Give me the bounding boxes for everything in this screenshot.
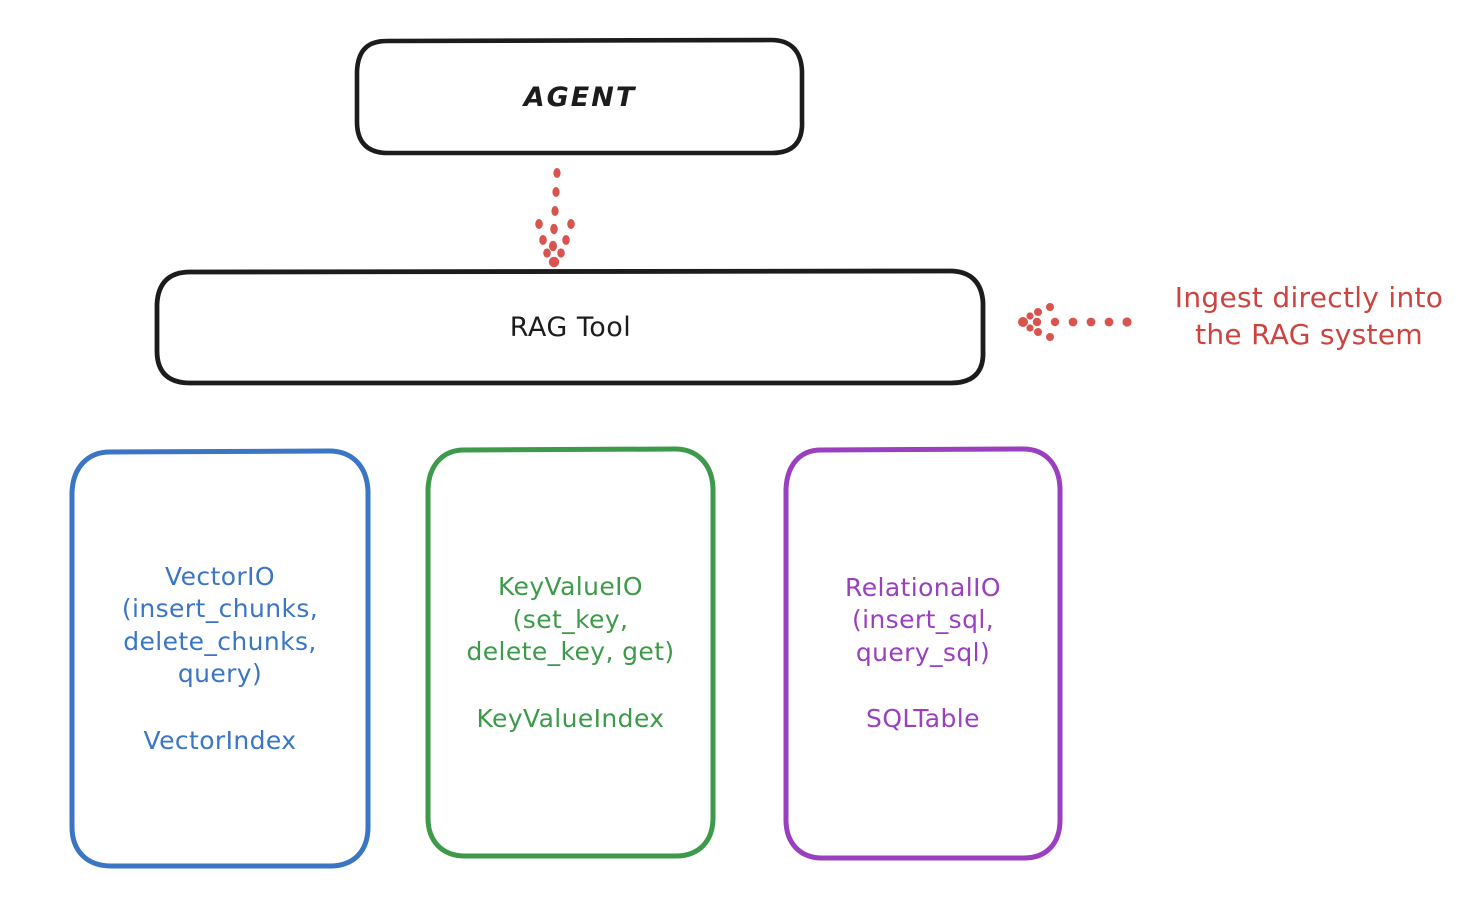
vector-io-box-outline bbox=[69, 448, 371, 869]
connector-note-to-rag-tool bbox=[1018, 303, 1132, 341]
connector-agent-to-rag-tool bbox=[535, 168, 575, 268]
rag-tool-box-outline bbox=[154, 268, 986, 386]
agent-node[interactable]: AGENT bbox=[357, 40, 803, 154]
key-value-index-label: KeyValueIndex bbox=[476, 703, 665, 733]
key-value-io-box-outline bbox=[425, 446, 716, 859]
relational-io-node[interactable]: RelationalIO (insert_sql, query_sql) SQL… bbox=[786, 449, 1060, 858]
vector-io-node[interactable]: VectorIO (insert_chunks, delete_chunks, … bbox=[72, 451, 368, 867]
key-value-io-node[interactable]: KeyValueIO (set_key, delete_key, get) Ke… bbox=[428, 449, 713, 857]
relational-io-box-outline bbox=[783, 446, 1063, 861]
ingest-annotation-label: Ingest directly into the RAG system bbox=[1174, 281, 1444, 351]
rag-tool-node[interactable]: RAG Tool bbox=[157, 271, 984, 384]
key-value-io-api-label: KeyValueIO (set_key, delete_key, get) bbox=[466, 572, 675, 666]
relational-io-api-label: RelationalIO (insert_sql, query_sql) bbox=[845, 572, 1001, 667]
vector-io-api-label: VectorIO (insert_chunks, delete_chunks, … bbox=[121, 561, 319, 689]
sql-table-label: SQLTable bbox=[866, 704, 980, 733]
agent-box-outline bbox=[354, 37, 805, 156]
agent-label: AGENT bbox=[523, 81, 637, 113]
rag-tool-label: RAG Tool bbox=[509, 312, 632, 343]
vector-index-label: VectorIndex bbox=[143, 725, 297, 755]
